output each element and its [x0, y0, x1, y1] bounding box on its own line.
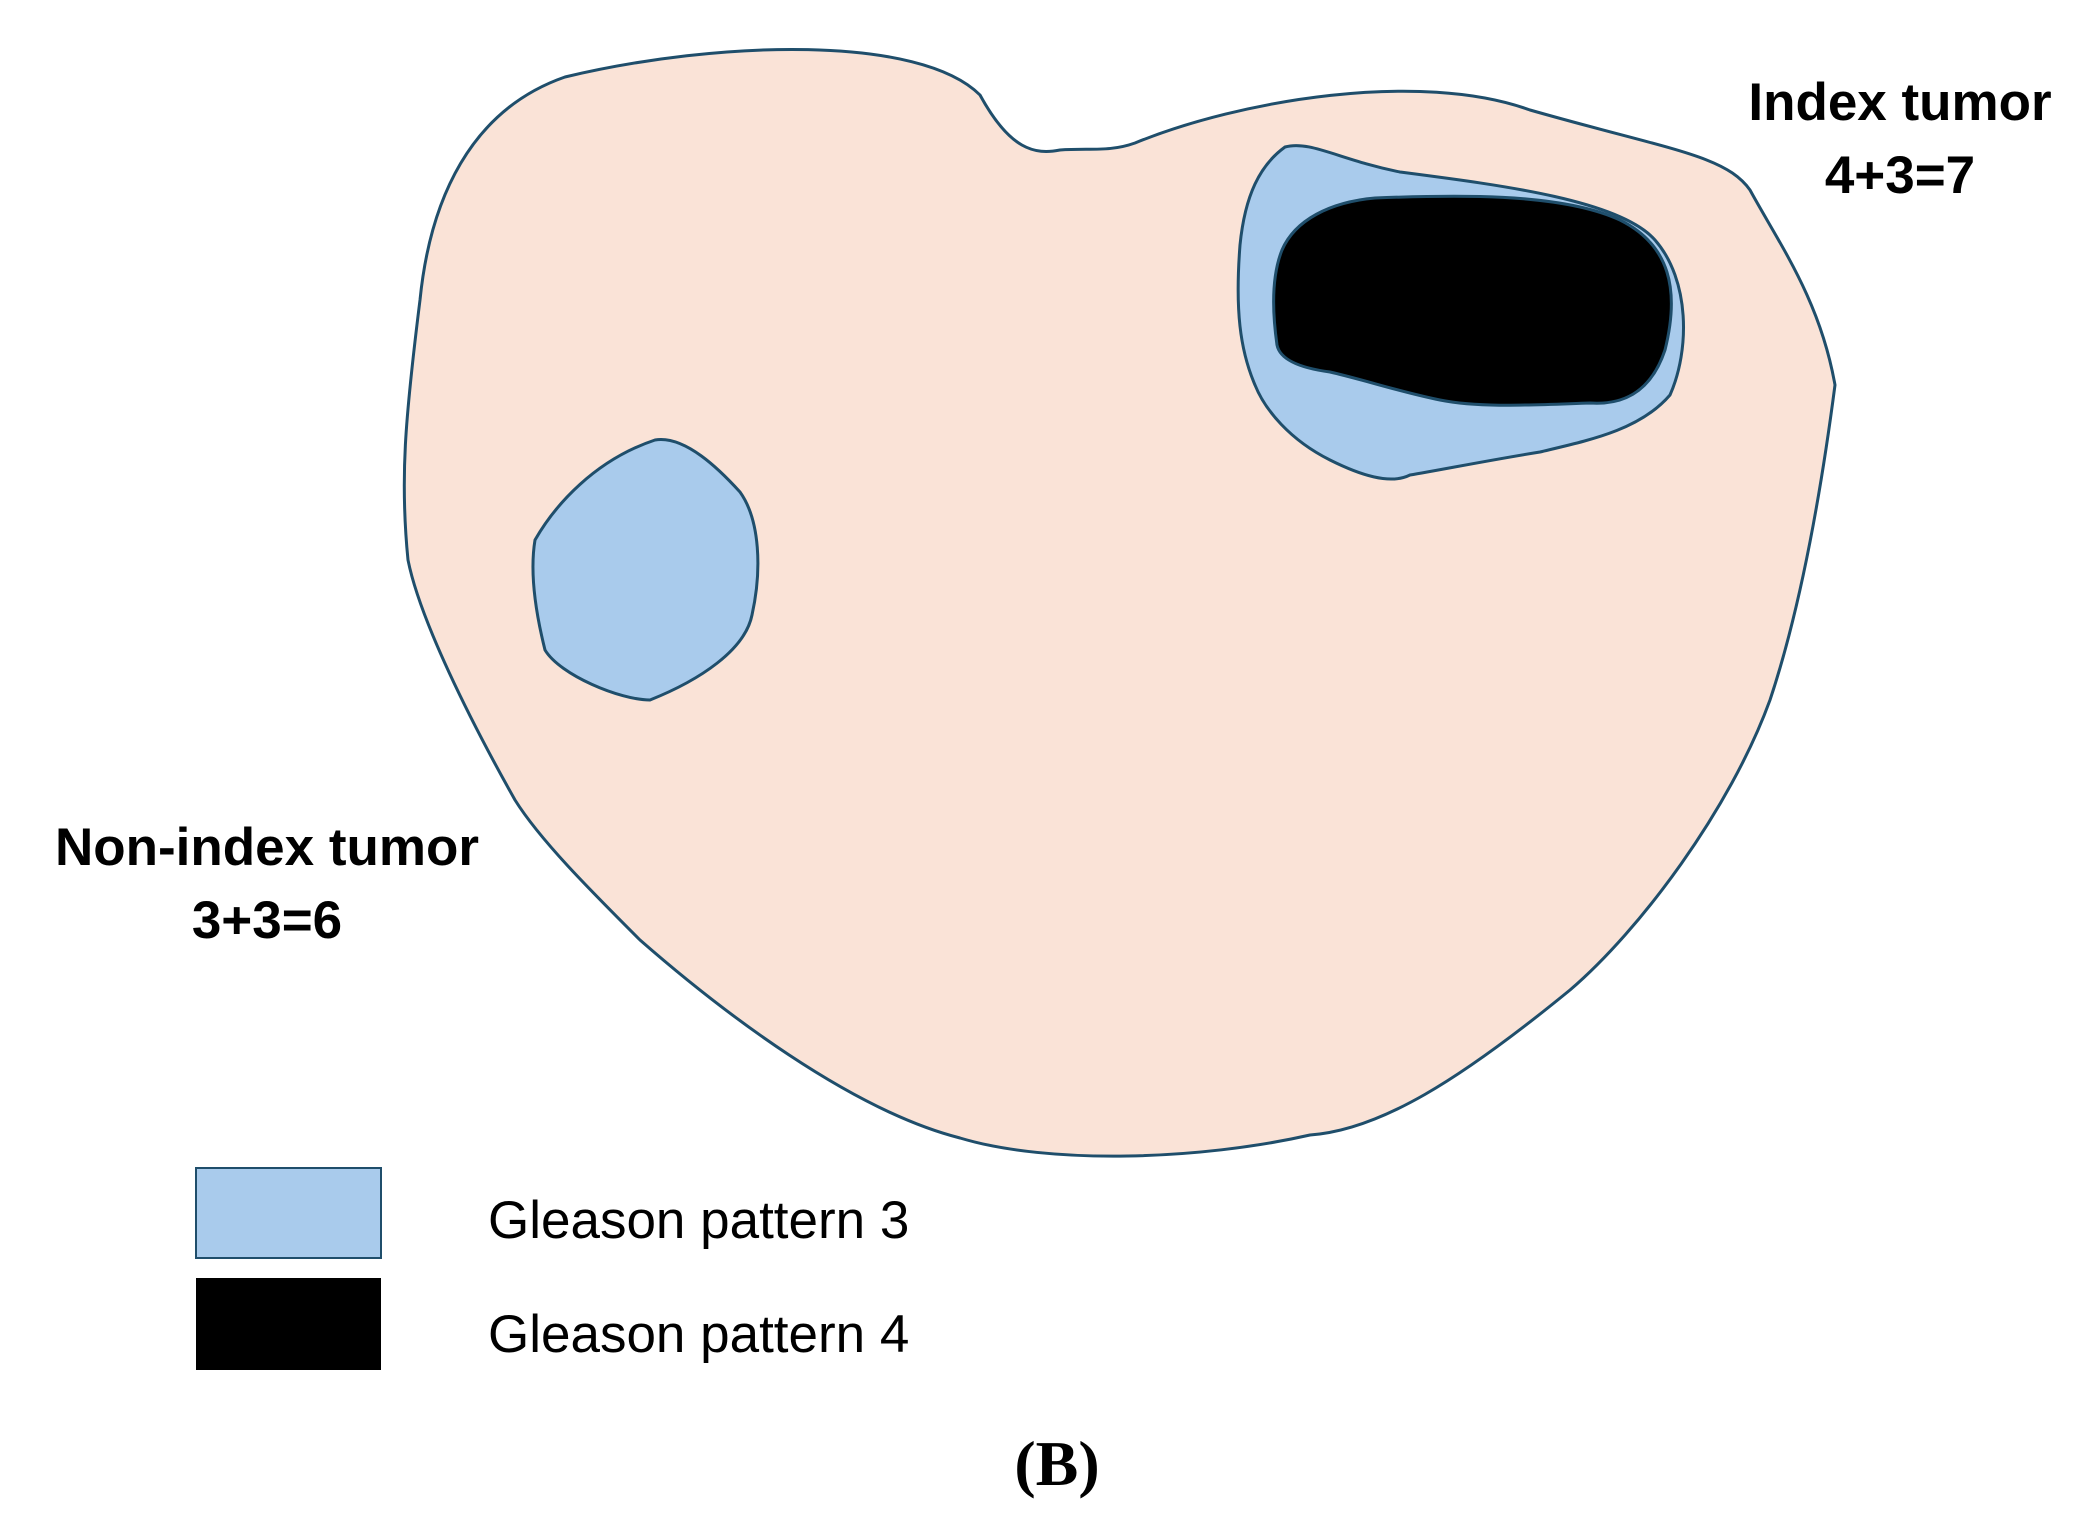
- legend-label-pattern3: Gleason pattern 3: [488, 1191, 909, 1250]
- legend: Gleason pattern 3 Gleason pattern 4: [195, 1167, 909, 1370]
- legend-swatch-pattern4: [196, 1278, 381, 1370]
- non-index-tumor-label: Non-index tumor: [55, 818, 479, 877]
- legend-label-pattern4: Gleason pattern 4: [488, 1305, 909, 1364]
- index-tumor-label: Index tumor: [1748, 73, 2051, 132]
- legend-swatch-pattern3: [195, 1167, 382, 1259]
- panel-letter: (B): [1014, 1428, 1099, 1499]
- index-tumor-score: 4+3=7: [1825, 146, 1975, 205]
- index-tumor-pattern4-region: [1272, 194, 1673, 407]
- non-index-tumor-region: [531, 438, 760, 702]
- non-index-tumor-score: 3+3=6: [192, 891, 342, 950]
